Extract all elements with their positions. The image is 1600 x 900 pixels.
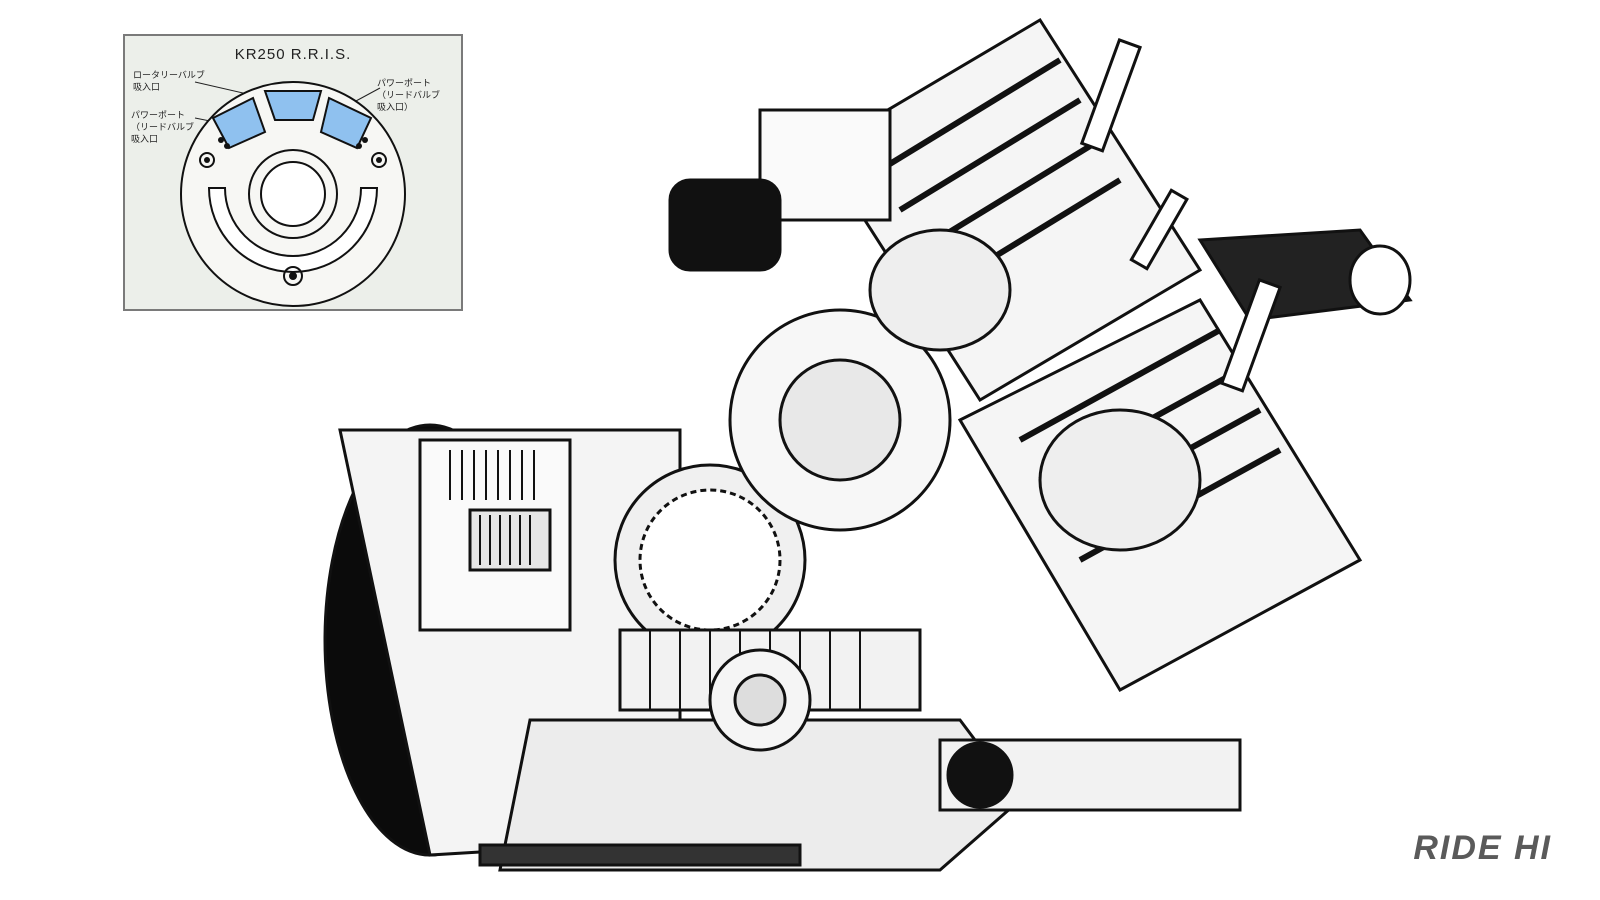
power-port-left xyxy=(211,96,267,150)
spark-plugs xyxy=(1079,37,1283,393)
engine-cutaway-illustration xyxy=(323,17,1413,872)
rotary-valve-port xyxy=(263,90,323,121)
valve-plate-drawing xyxy=(180,81,406,307)
carburetor xyxy=(758,108,892,222)
label-power-port-right: パワーポート （リードバルブ 吸入口） xyxy=(377,79,441,113)
diagram-title: KR250 R.R.I.S. xyxy=(234,46,352,63)
piston-lower xyxy=(1038,408,1202,552)
piston-upper xyxy=(868,228,1012,352)
label-rotary-valve-intake: ロータリーバルブ 吸入口 xyxy=(133,71,205,93)
rris-port-diagram: KR250 R.R.I.S. ロータリーバルブ 吸入口 パワーポート （リードバ… xyxy=(123,34,463,311)
label-power-port-left: パワーポート （リードバルブ 吸入口 xyxy=(131,111,195,145)
ridehi-watermark: RIDE HI xyxy=(1413,829,1552,867)
